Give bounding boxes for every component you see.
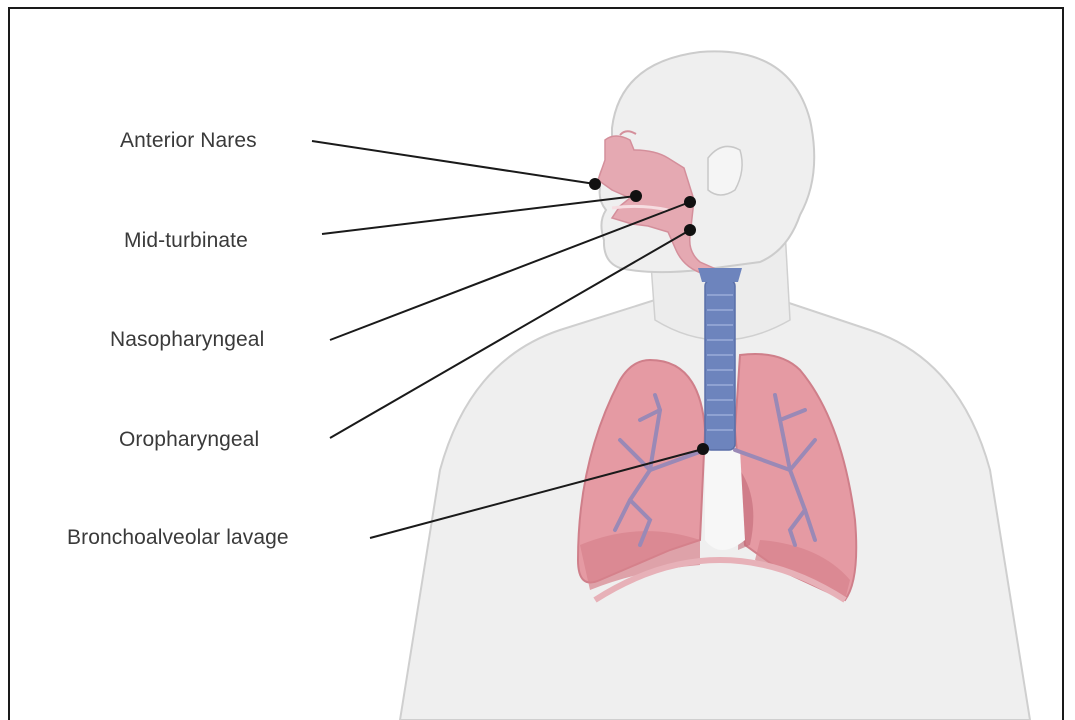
site-dot-nasopharyngeal — [684, 196, 696, 208]
leader-anterior-nares — [312, 141, 595, 184]
trachea — [698, 268, 742, 450]
site-dot-bronchoalveolar-lavage — [697, 443, 709, 455]
label-oropharyngeal: Oropharyngeal — [119, 428, 259, 452]
label-anterior-nares: Anterior Nares — [120, 129, 257, 153]
label-mid-turbinate: Mid-turbinate — [124, 229, 248, 253]
mediastinum — [705, 450, 745, 550]
leader-mid-turbinate — [322, 196, 636, 234]
label-bronchoalveolar-lavage: Bronchoalveolar lavage — [67, 526, 289, 550]
site-dot-oropharyngeal — [684, 224, 696, 236]
site-dot-anterior-nares — [589, 178, 601, 190]
site-dot-mid-turbinate — [630, 190, 642, 202]
label-nasopharyngeal: Nasopharyngeal — [110, 328, 264, 352]
